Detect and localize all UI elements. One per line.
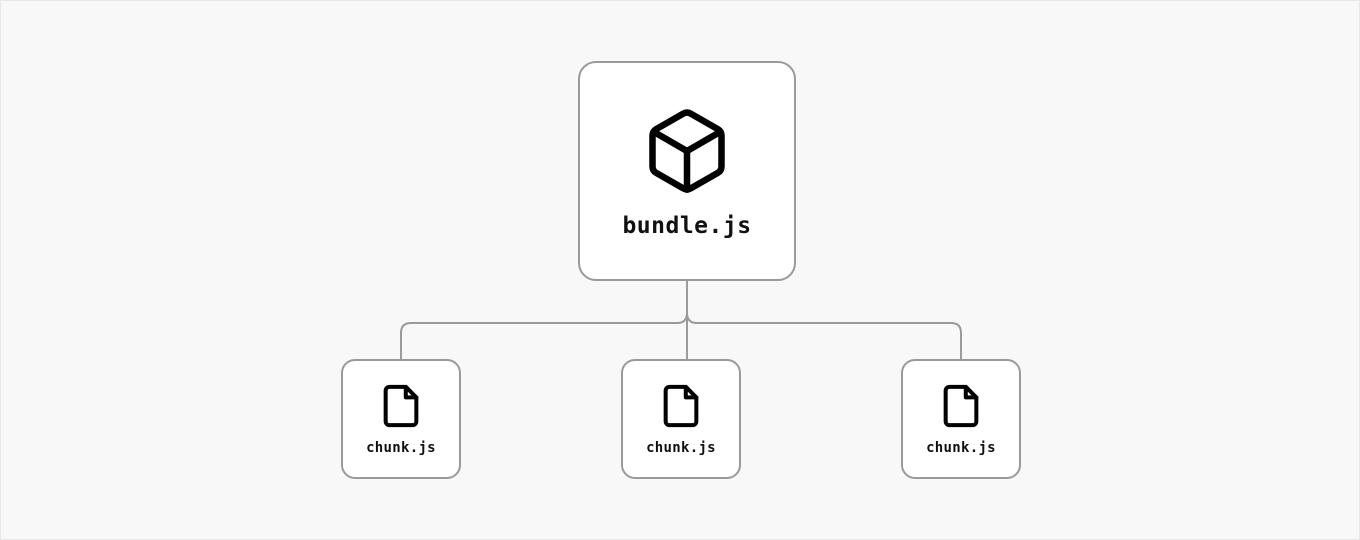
node-label: bundle.js <box>622 212 752 239</box>
edge-bundle-to-chunk-1 <box>400 322 677 359</box>
node-label: chunk.js <box>366 440 436 456</box>
node-chunk-3[interactable]: chunk.js <box>901 359 1021 479</box>
node-label: chunk.js <box>926 440 996 456</box>
file-icon <box>943 384 979 428</box>
edge-junction-left-fillet <box>676 312 688 324</box>
edge-bundle-to-chunk-3 <box>697 322 962 359</box>
node-bundle[interactable]: bundle.js <box>578 61 796 281</box>
node-chunk-2[interactable]: chunk.js <box>621 359 741 479</box>
node-label: chunk.js <box>646 440 716 456</box>
edge-junction-right-fillet <box>686 312 698 324</box>
file-icon <box>663 384 699 428</box>
file-icon <box>383 384 419 428</box>
node-chunk-1[interactable]: chunk.js <box>341 359 461 479</box>
cube-icon <box>649 108 725 193</box>
